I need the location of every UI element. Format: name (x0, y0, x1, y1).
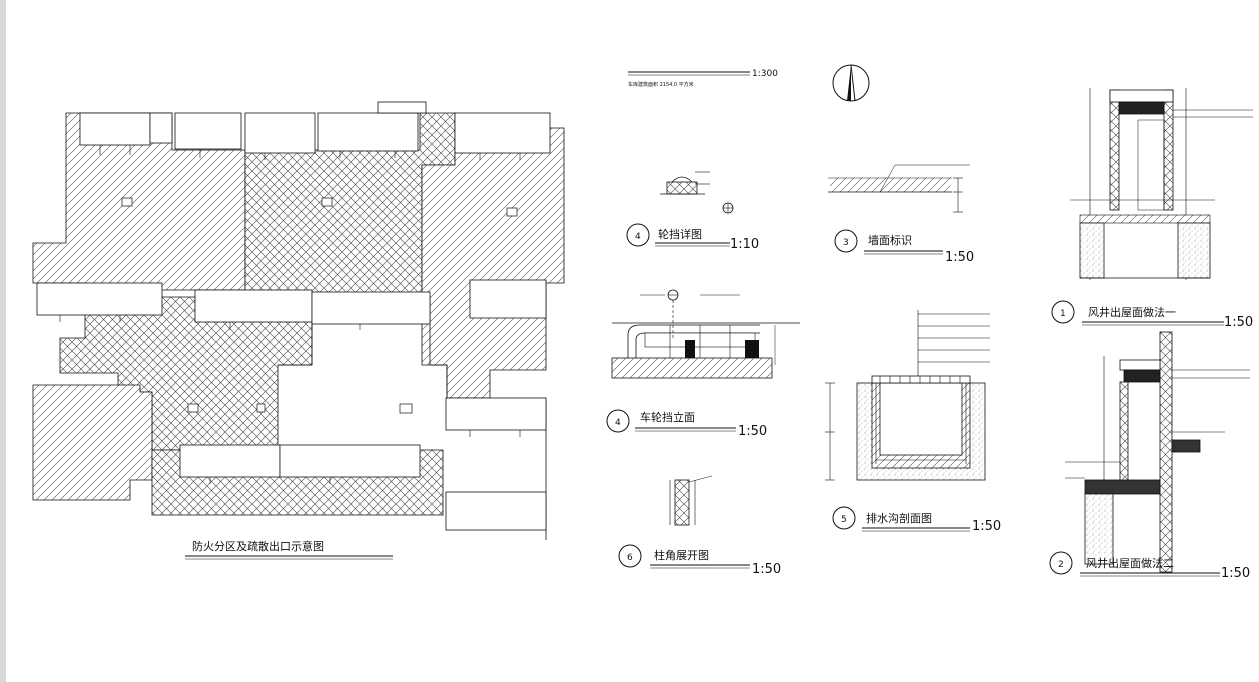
unit-detail-lines (59, 145, 521, 484)
detail-wheel-stop-number: 4 (635, 232, 641, 242)
detail-column-corner: 6 柱角展开图 1:50 (618, 475, 781, 577)
building-units-middle (36, 279, 547, 531)
top-note-text: 车库建筑面积 2154.0 平方米 (628, 81, 694, 88)
detail-wall-scale: 1:50 (945, 250, 974, 265)
top-note-scale: 1:300 (752, 69, 778, 79)
north-arrow (832, 64, 870, 102)
detail-drain-number: 5 (841, 515, 847, 525)
detail-wall-number: 3 (843, 238, 849, 248)
building-units-bottom (179, 444, 421, 478)
detail-shaft-one-title: 风井出屋面做法一 (1088, 305, 1176, 319)
detail-shaft-two-title: 风井出屋面做法二 (1086, 556, 1174, 570)
detail-shaft-one-number: 1 (1060, 309, 1066, 319)
zone-e-hatch (32, 384, 153, 501)
zone-c-hatch (421, 127, 565, 399)
zone-tags (121, 197, 518, 414)
detail-air-shaft-two: 2 风井出屋面做法二 1:50 (1049, 331, 1250, 581)
detail-elevation-scale: 1:50 (738, 424, 767, 439)
detail-elevation-number: 4 (615, 418, 621, 428)
detail-elevation-title: 车轮挡立面 (640, 410, 695, 424)
detail-shaft-one-scale: 1:50 (1224, 315, 1253, 330)
detail-column-number: 6 (627, 553, 633, 563)
detail-column-scale: 1:50 (752, 562, 781, 577)
detail-drain-scale: 1:50 (972, 519, 1001, 534)
detail-wheel-stop-scale: 1:10 (730, 237, 759, 252)
detail-wall-title: 墙面标识 (868, 233, 912, 247)
detail-wheel-stop: 4 轮挡详图 1:10 (626, 171, 759, 252)
detail-wall-marking: 3 墙面标识 1:50 (828, 164, 974, 265)
detail-wheel-stop-title: 轮挡详图 (658, 227, 702, 241)
plan-title: 防火分区及疏散出口示意图 (192, 539, 324, 553)
detail-drainage-channel: 5 排水沟剖面图 1:50 (825, 310, 1001, 534)
left-edge-strip (0, 0, 6, 682)
detail-drain-title: 排水沟剖面图 (866, 511, 932, 525)
detail-column-title: 柱角展开图 (654, 548, 709, 562)
detail-shaft-two-scale: 1:50 (1221, 566, 1250, 581)
detail-air-shaft-one: 1 风井出屋面做法一 1:50 (1051, 88, 1253, 330)
building-units-top (79, 101, 551, 154)
top-note: 车库建筑面积 2154.0 平方米 1:300 (628, 69, 778, 88)
detail-shaft-two-number: 2 (1058, 560, 1064, 570)
detail-wheel-stop-elevation: 4 车轮挡立面 1:50 (606, 289, 800, 439)
fire-zone-plan: 防火分区及疏散出口示意图 (32, 101, 565, 560)
